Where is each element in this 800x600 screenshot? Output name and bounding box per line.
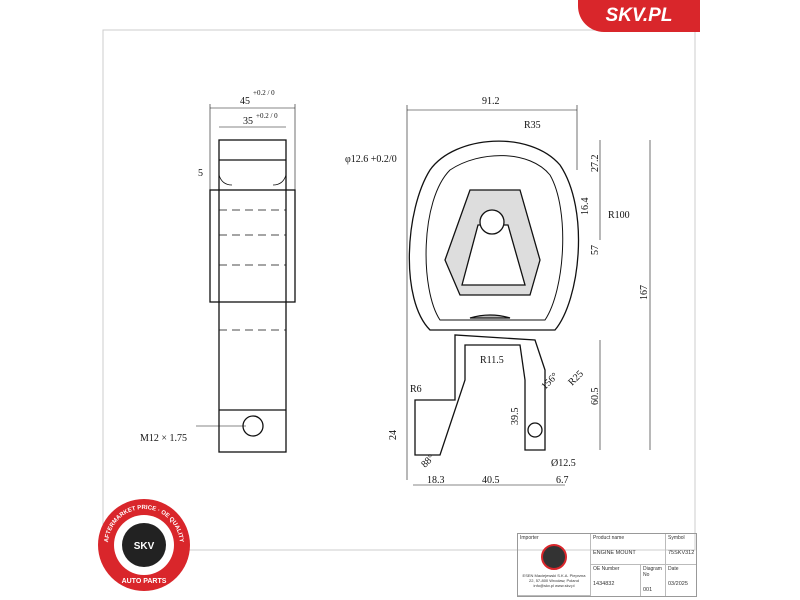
dim-45: 45: [240, 96, 250, 107]
label: Importer: [520, 535, 539, 541]
date: 03/2025: [668, 581, 688, 587]
side-view: [196, 104, 296, 453]
dim: 39.5: [510, 408, 521, 426]
oe-cell: OE Number 1434832: [591, 565, 641, 596]
label: Product name: [593, 535, 625, 541]
title-block: Importer ESEN Maciejewski S.K.A. Pieprzn…: [517, 533, 697, 597]
dim: 18.3: [427, 475, 445, 486]
label: Symbol: [668, 535, 685, 541]
drawing-border: [102, 29, 696, 551]
badge-bottom-text: AUTO PARTS: [122, 578, 167, 585]
dim-45-tolerance: +0.2 / 0: [253, 89, 275, 97]
symbol-cell: Symbol 75SKV312: [666, 534, 696, 565]
diagram-number: 001: [643, 587, 653, 593]
dim: 57: [590, 245, 601, 255]
dim: R6: [410, 384, 422, 395]
dim: 6.7: [556, 475, 569, 486]
dim: R100: [608, 210, 630, 221]
dim: 60.5: [590, 388, 601, 406]
dim-35: 35: [243, 116, 253, 127]
date-cell: Date 03/2025: [666, 565, 696, 596]
label: Diagram No: [643, 566, 662, 578]
dim: 91.2: [482, 96, 500, 107]
symbol: 75SKV312: [668, 550, 695, 556]
badge-center-text: SKV: [134, 541, 155, 552]
quality-badge: AFTERMARKET PRICE · OE QUALITY SKV AUTO …: [98, 499, 190, 591]
dim: R35: [524, 120, 541, 131]
dim-thread: M12 × 1.75: [140, 433, 187, 444]
dim: φ12.6 +0.2/0: [345, 154, 397, 165]
label: OE Number: [593, 566, 620, 572]
importer-cell: Importer ESEN Maciejewski S.K.A. Pieprzn…: [518, 534, 591, 596]
dim: 27.2: [590, 155, 601, 173]
importer-text: ESEN Maciejewski S.K.A. Pieprzna 22, 57-…: [522, 573, 586, 588]
product-name: ENGINE MOUNT: [593, 550, 636, 556]
importer-logo: [541, 544, 567, 570]
dim: R25: [566, 369, 586, 389]
skv-logo[interactable]: SKV.PL: [578, 0, 700, 32]
dim: 24: [388, 430, 399, 440]
dim: 156°: [539, 371, 560, 392]
dim-5: 5: [198, 168, 203, 179]
dim: 16.4: [580, 198, 591, 216]
dim: Ø12.5: [551, 458, 576, 469]
dimension-lines: [406, 105, 651, 486]
oe-number: 1434832: [593, 581, 615, 587]
dim: 40.5: [482, 475, 500, 486]
label: Date: [668, 566, 679, 572]
dim-35-tolerance: +0.2 / 0: [256, 112, 278, 120]
dim: R11.5: [480, 355, 504, 366]
dim: 167: [639, 285, 650, 300]
front-view: [408, 140, 580, 456]
diagram-cell: Diagram No 001: [641, 565, 666, 596]
